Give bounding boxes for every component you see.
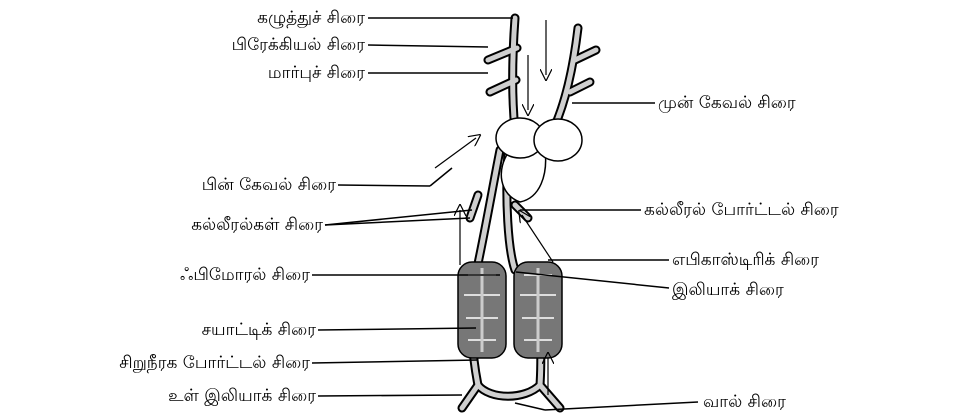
arrow-up-left [435,138,476,168]
label-precaval-vein: முன் கேவல் சிரை [658,93,796,113]
label-jugular-vein: கழுத்துச் சிரை [257,8,365,28]
label-iliac-vein: இலியாக் சிரை [672,280,784,300]
label-hepatic-veins: கல்லீரல்கள் சிரை [191,215,323,235]
label-sciatic-vein: சயாட்டிக் சிரை [202,320,316,340]
label-femoral-vein: ஃபிமோரல் சிரை [180,265,310,285]
arrow-epigastric [522,215,553,262]
label-caudal-vein: வால் சிரை [703,392,786,412]
label-renal-portal-vein: சிறுநீரக போர்ட்டல் சிரை [119,353,310,373]
label-pectoral-vein: மார்புச் சிரை [268,63,365,83]
kidneys [458,262,562,358]
label-internal-iliac-vein: உள் இலியாக் சிரை [168,386,316,406]
label-brachial-vein: பிரேக்கியல் சிரை [232,35,365,55]
label-epigastric-vein: எபிகாஸ்டிரிக் சிரை [672,250,819,270]
heart [496,118,582,202]
label-hepatic-portal-vein: கல்லீரல் போர்ட்டல் சிரை [644,200,839,220]
label-postcaval-vein: பின் கேவல் சிரை [202,175,336,195]
